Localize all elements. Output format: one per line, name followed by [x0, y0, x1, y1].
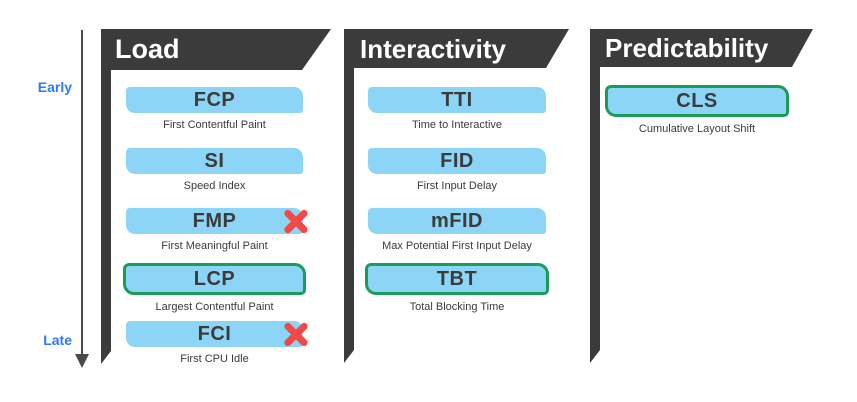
metric-name: Max Potential First Input Delay [382, 240, 532, 252]
metric-row-fid: FID First Input Delay [368, 148, 546, 192]
metric-row-tbt: TBT Total Blocking Time [365, 263, 549, 313]
metric-pill: TTI [368, 87, 546, 113]
timeline-line [81, 30, 83, 355]
metric-row-mfid: mFID Max Potential First Input Delay [368, 208, 546, 252]
metric-name: Cumulative Layout Shift [638, 123, 756, 135]
down-arrow-icon [75, 354, 89, 368]
metric-pill: FCI [126, 321, 303, 347]
timeline-early-label: Early [37, 79, 72, 95]
metric-name: Speed Index [183, 180, 246, 192]
metric-row-si: SI Speed Index [126, 148, 303, 192]
metric-abbr: TBT [436, 267, 478, 290]
metric-abbr: TTI [441, 88, 473, 111]
metric-pill: mFID [368, 208, 546, 234]
timeline-late-label: Late [43, 332, 72, 348]
metric-row-fcp: FCP First Contentful Paint [126, 87, 303, 131]
metric-pill-recommended: LCP [123, 263, 306, 295]
metric-abbr: FCI [197, 322, 232, 345]
column-shape-interactivity [344, 29, 569, 363]
metric-pill: SI [126, 148, 303, 174]
metric-row-tti: TTI Time to Interactive [368, 87, 546, 131]
column-shape-predictability [590, 29, 813, 363]
column-title-interactivity: Interactivity [360, 34, 506, 64]
column-shape-load [101, 29, 331, 364]
column-title-load: Load [115, 34, 180, 64]
metric-name: First Contentful Paint [163, 119, 266, 131]
metric-name: First Meaningful Paint [161, 240, 268, 252]
metric-name: First Input Delay [416, 180, 498, 192]
metric-pill: FCP [126, 87, 303, 113]
metric-pill-recommended: CLS [605, 85, 789, 117]
metric-row-cls: CLS Cumulative Layout Shift [605, 85, 789, 135]
metric-row-lcp: LCP Largest Contentful Paint [123, 263, 306, 313]
metric-abbr: SI [204, 149, 225, 172]
metric-abbr: FID [440, 149, 474, 172]
red-x-icon [282, 320, 310, 348]
metric-row-fci: FCI First CPU Idle [126, 321, 303, 365]
column-title-predictability: Predictability [605, 33, 769, 63]
metric-abbr: mFID [431, 209, 483, 232]
red-x-icon [282, 207, 310, 235]
metric-row-fmp: FMP First Meaningful Paint [126, 208, 303, 252]
metric-abbr: FMP [192, 209, 237, 232]
metric-abbr: LCP [193, 267, 236, 290]
metric-name: Total Blocking Time [409, 301, 505, 313]
metric-abbr: CLS [676, 89, 718, 112]
metric-pill: FID [368, 148, 546, 174]
metric-abbr: FCP [193, 88, 236, 111]
metric-name: First CPU Idle [180, 353, 249, 365]
metric-pill: FMP [126, 208, 303, 234]
metric-pill-recommended: TBT [365, 263, 549, 295]
metric-name: Largest Contentful Paint [155, 301, 274, 313]
metric-name: Time to Interactive [411, 119, 503, 131]
